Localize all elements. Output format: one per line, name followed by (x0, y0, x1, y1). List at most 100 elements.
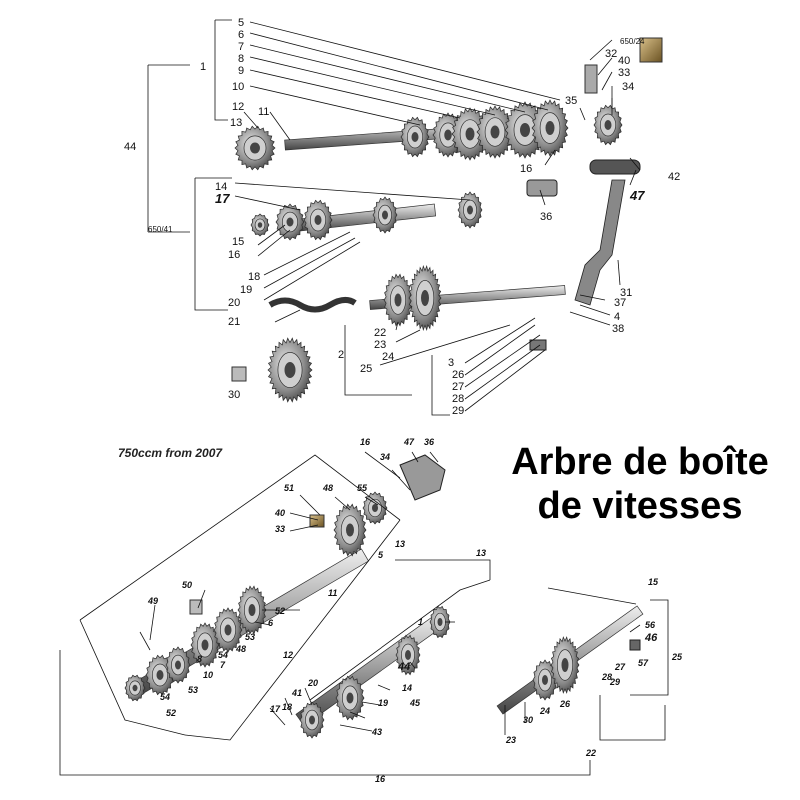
gear-lower-23 (532, 659, 558, 701)
callout-label: 24 (382, 351, 394, 363)
gear-bore (545, 121, 555, 135)
callout-label: 48 (235, 644, 246, 654)
gear-bore (284, 362, 296, 378)
gear-lower-7 (213, 607, 243, 653)
gear-lower-43 (335, 675, 365, 721)
callout-label: 54 (218, 650, 228, 660)
leader-line (601, 71, 613, 91)
callout-label: 32 (605, 48, 617, 60)
gear-bore (520, 123, 530, 137)
callout-label: 23 (374, 339, 386, 351)
leader-line (377, 684, 391, 691)
gear-bore (224, 624, 232, 636)
part-29 (529, 339, 547, 351)
leader-line (263, 241, 361, 301)
pin-33 (584, 64, 598, 94)
gear-24 (408, 265, 442, 331)
callout-label: 28 (452, 393, 464, 405)
callout-label: 36 (540, 211, 552, 223)
callout-label: 23 (505, 735, 516, 745)
leader-line (214, 20, 228, 121)
callout-label: 41 (291, 688, 302, 698)
callout-label: 18 (282, 702, 292, 712)
leader-line (544, 149, 556, 166)
gear-lower-6 (237, 585, 267, 635)
leader-line (269, 707, 286, 726)
callout-label: 4 (614, 311, 620, 323)
leader-line (349, 711, 366, 719)
bearing-14 (457, 191, 483, 229)
gear-13 (234, 125, 276, 171)
leader-line (395, 329, 421, 343)
callout-label: 50 (182, 580, 192, 590)
callout-label: 49 (147, 596, 158, 606)
leader-line (579, 294, 606, 301)
gear-bore (309, 715, 315, 725)
leader-line (263, 231, 351, 276)
leader-line (589, 39, 613, 61)
gear-bore (405, 650, 411, 660)
callout-label: 20 (228, 297, 240, 309)
callout-label: 19 (240, 284, 252, 296)
title-line-2: de vitesses (537, 485, 743, 527)
title-line-1: Arbre de boîte (511, 441, 769, 483)
leader-line (629, 157, 641, 171)
gear-bore (314, 215, 322, 225)
callout-label: 12 (283, 650, 293, 660)
leader-line (149, 604, 156, 641)
gear-bore (437, 618, 443, 626)
callout-label: 35 (565, 95, 577, 107)
callout-label: 22 (585, 748, 596, 758)
callout-label: 30 (523, 715, 533, 725)
gear-7 (451, 107, 489, 161)
callout-label: 56 (645, 620, 656, 630)
callout-label: 13 (395, 539, 405, 549)
callout-label: 13 (476, 548, 486, 558)
leader-line (274, 309, 301, 323)
leader-line (464, 324, 536, 376)
callout-label: 7 (238, 41, 244, 53)
leader-line (249, 32, 549, 111)
leader-line (197, 589, 206, 609)
gear-17 (303, 199, 333, 241)
leader-line (249, 44, 526, 113)
callout-label: 7 (220, 660, 226, 670)
callout-label: 650/41 (148, 225, 173, 234)
leader-line (234, 182, 471, 201)
callout-label: 44 (397, 661, 410, 673)
part-lower-50 (189, 599, 203, 615)
callout-label: 16 (228, 249, 240, 261)
leader-line (289, 512, 319, 521)
ring (384, 488, 400, 508)
callout-label: 27 (452, 381, 464, 393)
gear-bore (132, 684, 138, 692)
leader-line (249, 21, 561, 101)
callout-label: 13 (230, 117, 242, 129)
gear-15 (250, 213, 270, 237)
lever-grip (589, 159, 641, 175)
callout-label: 22 (374, 327, 386, 339)
callout-label: 6 (238, 29, 244, 41)
callout-label: 2 (338, 349, 344, 361)
callout-label: 8 (238, 53, 244, 65)
leader-line (243, 111, 259, 129)
callout-label: 47 (629, 188, 645, 203)
gear-lower-55 (362, 491, 388, 525)
leader-line (617, 259, 621, 286)
leader-line (289, 524, 319, 532)
gear-19 (372, 196, 398, 234)
gear-bore (394, 293, 402, 307)
leader-line (263, 237, 356, 289)
leader-line (431, 355, 450, 416)
nut-40 (639, 37, 663, 63)
callout-label: 37 (614, 297, 626, 309)
leader-line (547, 587, 637, 605)
leader-line (395, 559, 491, 580)
leader-line (464, 349, 546, 412)
leader-line (597, 57, 613, 76)
leader-line (299, 494, 321, 516)
page-title: Arbre de boîte de vitesses (490, 440, 790, 528)
leader-line (139, 631, 151, 651)
gear-bore (382, 210, 388, 220)
callout-label: 26 (452, 369, 464, 381)
